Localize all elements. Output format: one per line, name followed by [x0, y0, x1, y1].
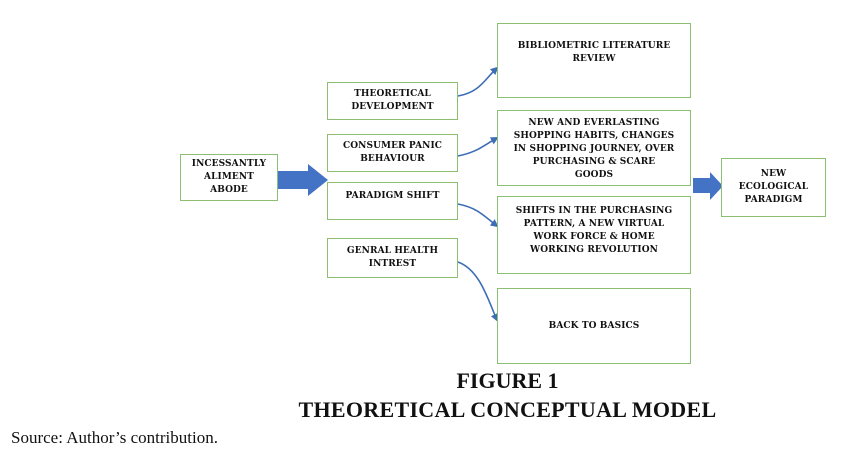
node-new-everlasting-shopping-habits: NEW AND EVERLASTING SHOPPING HABITS, CHA…	[497, 110, 691, 186]
node-back-to-basics: BACK TO BASICS	[497, 288, 691, 364]
node-incessantly-aliment-abode: INCESSANTLY ALIMENT ABODE	[180, 154, 278, 201]
figure-title: THEORETICAL CONCEPTUAL MODEL	[298, 397, 717, 422]
connector-health-to-basics	[457, 261, 499, 322]
node-consumer-panic-behaviour: CONSUMER PANIC BEHAVIOUR	[327, 134, 458, 172]
figure-number: FIGURE 1	[456, 368, 559, 393]
node-bibliometric-literature-review: BIBLIOMETRIC LITERATURE REVIEW	[497, 23, 691, 98]
node-paradigm-shift: PARADIGM SHIFT	[327, 182, 458, 220]
source-caption: Source: Author’s contribution.	[11, 428, 218, 447]
connector-consumer-to-new-habits	[457, 137, 499, 157]
connector-paradigm-to-shifts	[457, 203, 499, 228]
connector-theoretical-to-bibliometric	[457, 66, 499, 97]
node-shifts-in-purchasing-pattern: SHIFTS IN THE PURCHASING PATTERN, A NEW …	[497, 196, 691, 274]
node-new-ecological-paradigm: NEW ECOLOGICAL PARADIGM	[721, 158, 826, 217]
block-arrow-right	[693, 172, 723, 200]
node-general-health-interest: GENRAL HEALTH INTREST	[327, 238, 458, 278]
node-theoretical-development: THEORETICAL DEVELOPMENT	[327, 82, 458, 120]
block-arrow-left	[278, 164, 328, 196]
